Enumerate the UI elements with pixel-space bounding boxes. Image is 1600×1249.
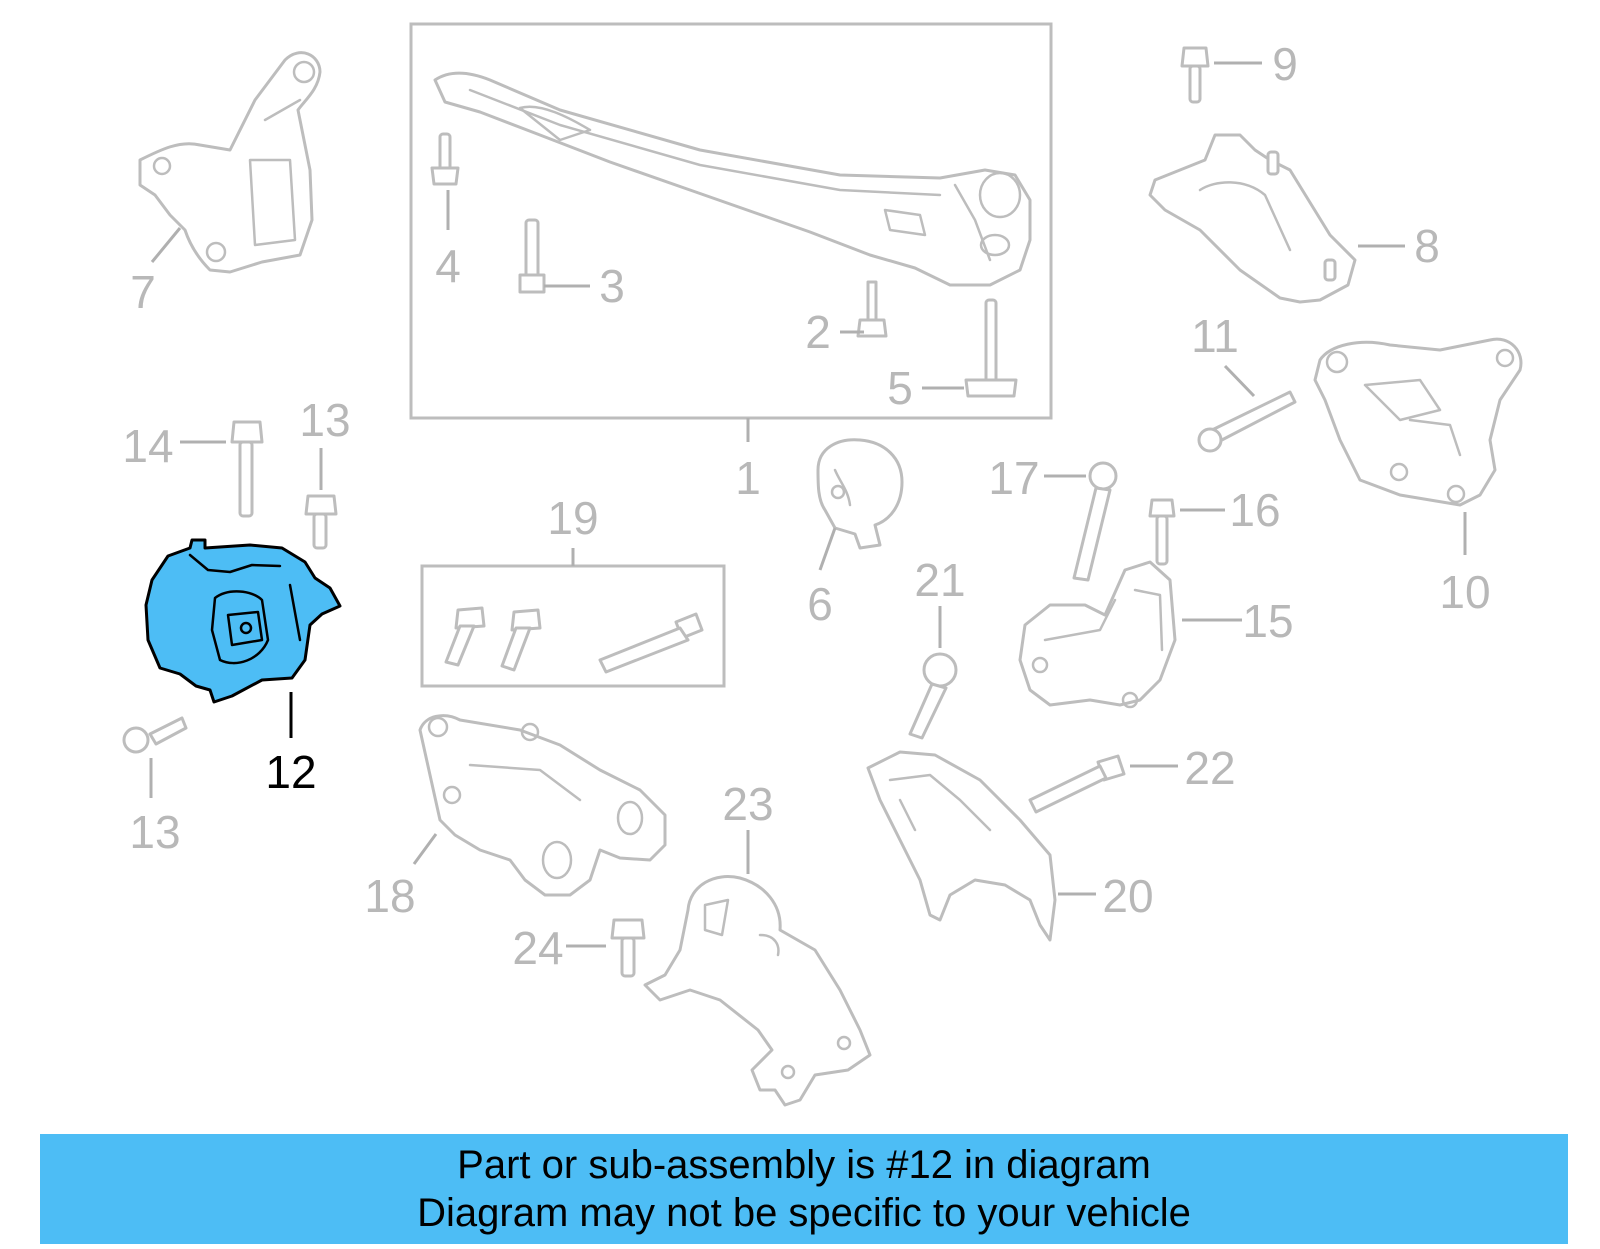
part-9-bolt[interactable]: [1180, 46, 1210, 104]
leader-6: [818, 527, 837, 571]
part-4-bolt[interactable]: [430, 132, 460, 186]
leader-11: [1223, 364, 1256, 398]
callout-1[interactable]: 1: [735, 452, 761, 504]
part-24-bolt[interactable]: [610, 918, 646, 978]
callout-17[interactable]: 17: [988, 452, 1039, 504]
callout-13-upper[interactable]: 13: [299, 394, 350, 446]
part-10-bracket[interactable]: [1313, 337, 1523, 507]
callout-2[interactable]: 2: [805, 306, 831, 358]
part-23-mount[interactable]: [643, 875, 872, 1107]
crossmember-group-box: [409, 22, 1053, 420]
callout-7[interactable]: 7: [130, 266, 156, 318]
part-2-bolt[interactable]: [856, 280, 888, 338]
callout-20[interactable]: 20: [1102, 870, 1153, 922]
part-5-stud[interactable]: [964, 298, 1018, 398]
banner-line-2: Diagram may not be specific to your vehi…: [417, 1191, 1191, 1235]
callout-21[interactable]: 21: [914, 554, 965, 606]
banner-line-1: Part or sub-assembly is #12 in diagram: [457, 1143, 1151, 1187]
part-19-bolt-kit[interactable]: [444, 606, 704, 674]
part-11-bolt[interactable]: [1197, 390, 1297, 453]
part-13-bolt-upper[interactable]: [304, 494, 338, 550]
callout-11[interactable]: 11: [1191, 310, 1239, 362]
part-13-bolt-lower[interactable]: [122, 716, 188, 754]
callout-14[interactable]: 14: [122, 420, 173, 472]
callout-10[interactable]: 10: [1439, 566, 1490, 618]
callout-22[interactable]: 22: [1184, 742, 1235, 794]
callout-15[interactable]: 15: [1242, 595, 1293, 647]
part-12-transmission-mount[interactable]: [144, 538, 342, 704]
part-7-bracket[interactable]: [138, 51, 322, 274]
callout-6[interactable]: 6: [807, 578, 833, 630]
callout-24[interactable]: 24: [512, 922, 563, 974]
part-14-bolt[interactable]: [230, 420, 264, 518]
part-6-mount[interactable]: [816, 438, 904, 550]
callout-16[interactable]: 16: [1229, 484, 1280, 536]
part-16-bolt[interactable]: [1148, 498, 1176, 566]
callout-3[interactable]: 3: [599, 260, 625, 312]
callout-8[interactable]: 8: [1414, 220, 1440, 272]
callout-19[interactable]: 19: [547, 492, 598, 544]
part-3-bolt[interactable]: [518, 218, 546, 294]
callout-23[interactable]: 23: [722, 778, 773, 830]
callout-13-lower[interactable]: 13: [129, 806, 180, 858]
part-1-crossmember[interactable]: [433, 71, 1032, 287]
part-8-mount[interactable]: [1148, 133, 1357, 304]
part-15-mount[interactable]: [1018, 560, 1177, 709]
leader-18: [412, 833, 438, 865]
info-banner: Part or sub-assembly is #12 in diagram D…: [40, 1134, 1568, 1244]
callout-9[interactable]: 9: [1272, 38, 1298, 90]
callout-12[interactable]: 12: [265, 746, 316, 798]
callout-5[interactable]: 5: [887, 362, 913, 414]
part-18-bracket[interactable]: [418, 714, 667, 897]
part-21-bolt[interactable]: [908, 652, 958, 740]
part-20-bracket[interactable]: [866, 750, 1057, 942]
callout-4[interactable]: 4: [435, 240, 461, 292]
part-22-bolt[interactable]: [1028, 754, 1126, 814]
leader-7: [150, 227, 182, 263]
callout-18[interactable]: 18: [364, 870, 415, 922]
part-17-bolt[interactable]: [1072, 461, 1118, 582]
